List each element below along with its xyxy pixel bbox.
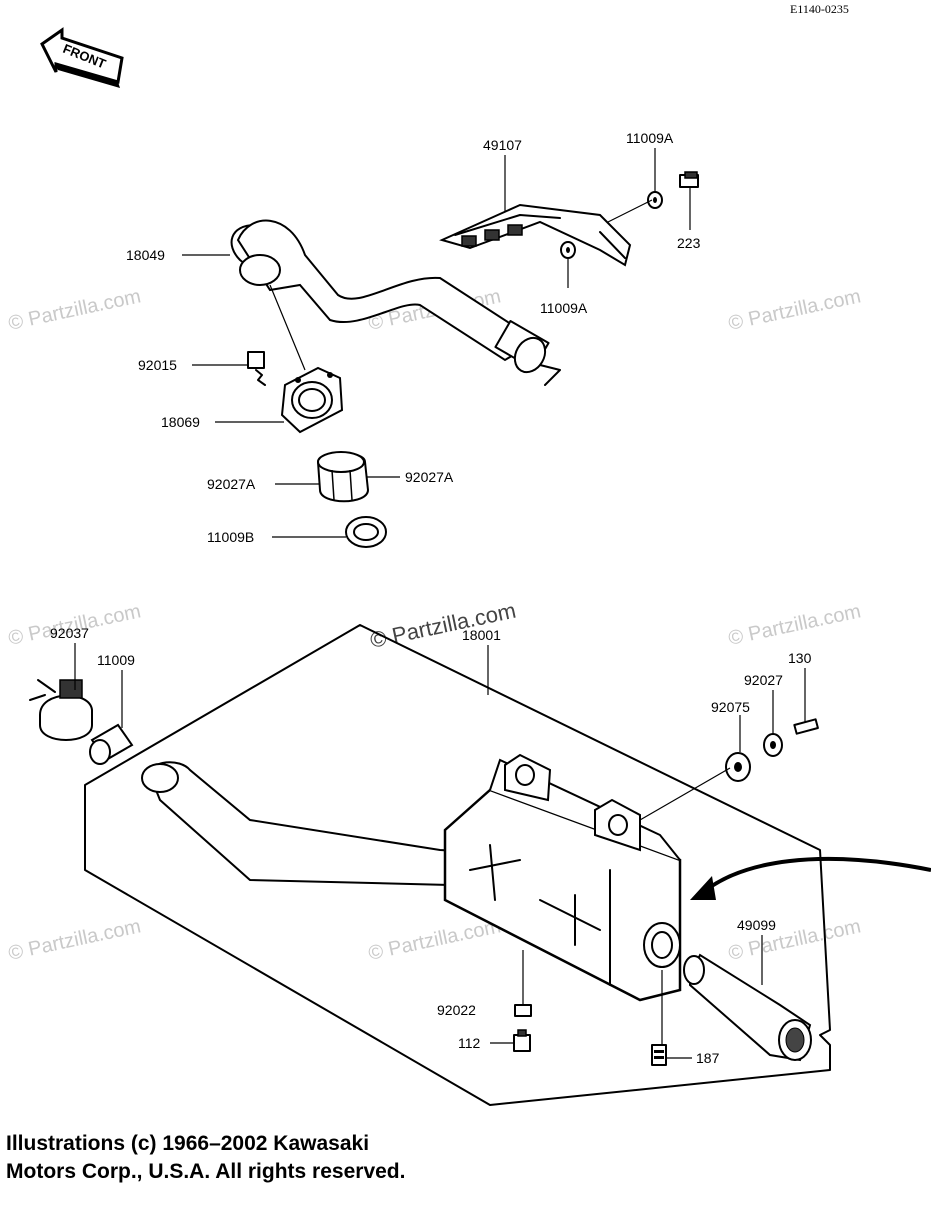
watermark-text: © Partzilla.com: [366, 915, 502, 965]
label-223: 223: [677, 235, 701, 251]
copyright-line-2: Motors Corp., U.S.A. All rights reserved…: [6, 1160, 406, 1183]
bolt-223: [679, 171, 699, 188]
bolt-112: [513, 1029, 531, 1052]
label-92027A-left: 92027A: [207, 476, 256, 492]
label-11009B: 11009B: [207, 529, 254, 545]
label-92022: 92022: [437, 1002, 476, 1018]
watermark-text: © Partzilla.com: [6, 285, 142, 335]
direction-arrow-icon: [690, 857, 931, 900]
label-18069: 18069: [161, 414, 200, 430]
clamp-92037: [29, 679, 93, 741]
copyright-line-1: Illustrations (c) 1966–2002 Kawasaki: [6, 1132, 370, 1155]
label-49099: 49099: [737, 917, 776, 933]
collet-92027A: [316, 451, 370, 503]
label-92027: 92027: [744, 672, 783, 688]
watermark-text: © Partzilla.com: [6, 915, 142, 965]
front-arrow-icon: FRONT: [40, 27, 124, 88]
label-11009: 11009: [97, 652, 135, 668]
label-92037: 92037: [50, 625, 89, 641]
flange-18069: [280, 366, 344, 434]
label-11009A-top: 11009A: [626, 130, 674, 146]
label-92015: 92015: [138, 357, 177, 373]
washer-11009A-top: [647, 191, 663, 209]
nut-92022: [514, 1004, 532, 1017]
exhaust-pipe-18049: [230, 219, 561, 386]
label-49107: 49107: [483, 137, 522, 153]
collar-92027: [763, 733, 783, 757]
label-92027A-right: 92027A: [405, 469, 454, 485]
bolt-130: [793, 718, 819, 735]
bolt-187: [651, 1044, 667, 1066]
label-11009A-bottom: 11009A: [540, 300, 588, 316]
label-92075: 92075: [711, 699, 750, 715]
washer-11009A-bottom: [560, 241, 576, 259]
watermark-text: © Partzilla.com: [726, 285, 862, 335]
assembly-frame: [84, 624, 831, 1106]
label-187: 187: [696, 1050, 720, 1066]
label-18049: 18049: [126, 247, 165, 263]
part-labels: 49107 11009A 223 18049 11009A 92015 1806…: [50, 130, 812, 1066]
nut-92015: [247, 351, 266, 386]
gasket-11009: [89, 723, 134, 765]
label-112: 112: [458, 1035, 481, 1051]
watermark-text: © Partzilla.com: [726, 600, 862, 650]
label-18001: 18001: [462, 627, 501, 643]
muffler-18001: [141, 753, 682, 1002]
gasket-11009B: [345, 516, 387, 548]
watermark-main: © Partzilla.com: [368, 598, 518, 653]
drawing-code: E1140-0235: [790, 2, 849, 16]
grommet-92075: [725, 752, 751, 782]
spark-arrester-49099: [683, 953, 812, 1062]
heat-guard-49107: [439, 203, 632, 267]
label-130: 130: [788, 650, 812, 666]
leader-lines: [74, 148, 806, 1059]
